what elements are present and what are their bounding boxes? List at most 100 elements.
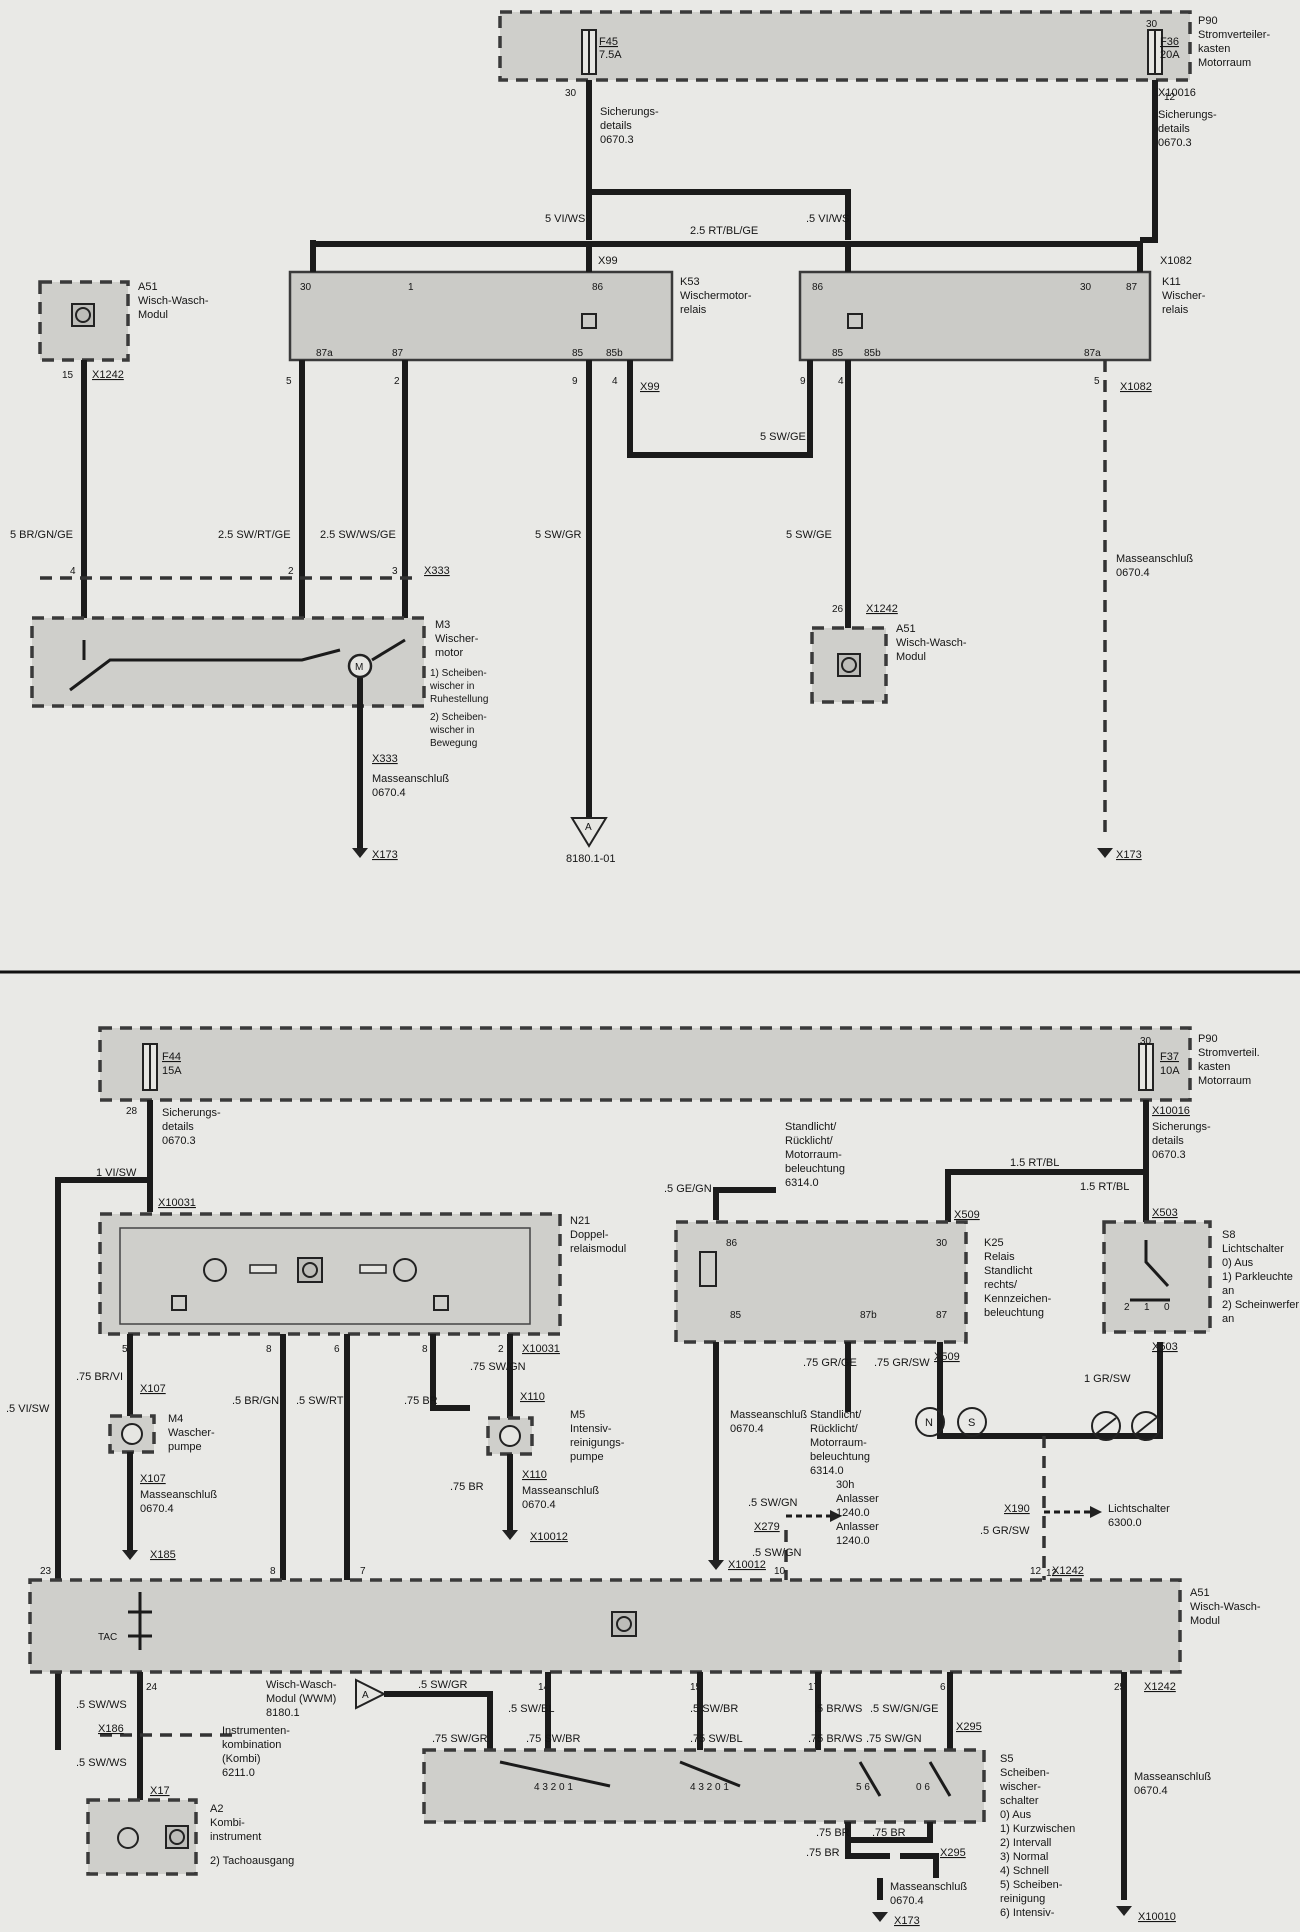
wwm-desc-0: Wisch-Wasch-: [266, 1679, 337, 1691]
fuse-ref-right-0: Sicherungs-: [1158, 109, 1217, 121]
b-wire-w13-label: 1 GR/SW: [1084, 1373, 1131, 1385]
ground-k25-desc-0: Masseanschluß: [730, 1409, 807, 1421]
svg-text:5: 5: [1094, 376, 1100, 387]
svg-text:8: 8: [266, 1344, 272, 1355]
b-wire-w10-label: 1.5 RT/BL: [1080, 1181, 1129, 1193]
n21-id: N21: [570, 1215, 590, 1227]
svg-text:X10031: X10031: [522, 1343, 560, 1355]
svg-text:9: 9: [572, 376, 578, 387]
svg-text:85b: 85b: [864, 348, 881, 359]
b-wire-w1-label: 1 VI/SW: [96, 1167, 137, 1179]
standlicht-top-3: beleuchtung: [785, 1163, 845, 1175]
p90-top-id: P90: [1198, 15, 1218, 27]
a51-pin-12: 12: [1046, 1568, 1058, 1579]
m3-desc-0: Wischer-: [435, 633, 479, 645]
b-wire-w17-label: .5 SW/WS: [76, 1699, 127, 1711]
a51-mid-desc-1: Modul: [896, 651, 926, 663]
fuse-f37-id: F37: [1160, 1051, 1179, 1063]
s5-conn-top: X295: [956, 1721, 982, 1733]
p90-top-desc-0: Stromverteiler-: [1198, 29, 1270, 41]
standlicht-top-4: 6314.0: [785, 1177, 819, 1189]
standlicht-bot-3: beleuchtung: [810, 1451, 870, 1463]
n21-conn-top: X10031: [158, 1197, 196, 1209]
ground-m5-desc-0: Masseanschluß: [522, 1485, 599, 1497]
wire-wwm-s5: [384, 1691, 493, 1750]
b-wire-w20-label: .5 SW/BL: [508, 1703, 554, 1715]
relay-k11-id: K11: [1162, 276, 1181, 288]
svg-text:2: 2: [288, 566, 294, 577]
fuse-f44-id: F44: [162, 1051, 181, 1063]
wire-w2-label: 2.5 RT/BL/GE: [690, 225, 758, 237]
relay-k53-desc-0: Wischermotor-: [680, 290, 752, 302]
bottom-diagram: F44 15A 28 F37 10A 30 P90 Stromverteil. …: [6, 1026, 1299, 1927]
b-wire-w29-label: .75 BR: [450, 1481, 484, 1493]
s8-desc-4: 2) Scheinwerfer: [1222, 1299, 1299, 1311]
wire-f36-down: [1140, 80, 1158, 243]
n21-desc-1: relaismodul: [570, 1243, 626, 1255]
svg-text:1: 1: [408, 282, 414, 293]
s8-desc-3: an: [1222, 1285, 1234, 1297]
symbol-s: S: [968, 1417, 975, 1429]
wire-w5-label: 5 BR/GN/GE: [10, 529, 73, 541]
b-wire-w7-label: .75 SW/GN: [470, 1361, 526, 1373]
b-wire-w3-label: .75 BR/VI: [76, 1371, 123, 1383]
m3-note-5: Bewegung: [430, 738, 477, 749]
s5-desc-2: schalter: [1000, 1795, 1039, 1807]
svg-text:4: 4: [70, 566, 76, 577]
relay-k53-conn: X99: [598, 255, 618, 267]
k25-desc-4: beleuchtung: [984, 1307, 1044, 1319]
svg-text:6: 6: [334, 1344, 340, 1355]
m3-desc-1: motor: [435, 647, 463, 659]
b-wire-w31-label: .75 BR: [872, 1827, 906, 1839]
fuse-f37-pin: 30: [1140, 1036, 1152, 1047]
s5-desc-8: 5) Scheiben-: [1000, 1879, 1063, 1891]
k25-id: K25: [984, 1237, 1004, 1249]
fuse-f44-rating: 15A: [162, 1065, 182, 1077]
wire-k53-85b-k11: [627, 360, 813, 458]
fuse-f36-pin: 30: [1146, 19, 1158, 30]
lichtschalter-ref-desc-1: 6300.0: [1108, 1517, 1142, 1529]
anlasser-desc-1: Anlasser: [836, 1493, 879, 1505]
a51-left-pin: 15: [62, 370, 74, 381]
wire-k25-86: [713, 1187, 776, 1220]
svg-text:0: 0: [1164, 1302, 1170, 1313]
fuse-ref-left-2: 0670.3: [600, 134, 634, 146]
standlicht-top-2: Motorraum-: [785, 1149, 842, 1161]
a51-mid-pin: 26: [832, 604, 844, 615]
ground-m4-desc-1: 0670.4: [140, 1503, 174, 1515]
svg-text:4: 4: [838, 376, 844, 387]
svg-text:87: 87: [1126, 282, 1138, 293]
ground-right-b-x: X10010: [1138, 1911, 1176, 1923]
m3-note-1: wischer in: [429, 681, 474, 692]
svg-text:85b: 85b: [606, 348, 623, 359]
b-fuse-ref-right-1: details: [1152, 1135, 1184, 1147]
s5-id: S5: [1000, 1753, 1013, 1765]
ground-left-desc-1: 0670.4: [372, 787, 406, 799]
a51-pin-7: 7: [360, 1566, 366, 1577]
x186-desc-2: (Kombi): [222, 1753, 261, 1765]
ref-arrow-letter: A: [585, 822, 592, 833]
svg-text:3: 3: [392, 566, 398, 577]
a51-mid-desc-0: Wisch-Wasch-: [896, 637, 967, 649]
ground-right-symbol: [1097, 848, 1113, 858]
a51-pin-17: 17: [808, 1682, 820, 1693]
svg-text:86: 86: [812, 282, 824, 293]
s5-conn-bottom: X295: [940, 1847, 966, 1859]
fuse-f36: F36 20A 30: [1146, 19, 1180, 75]
s8-id: S8: [1222, 1229, 1235, 1241]
a51-mid-id: A51: [896, 623, 916, 635]
p90-bottom-desc-1: kasten: [1198, 1061, 1230, 1073]
b-wire-w2-label: .5 VI/SW: [6, 1403, 50, 1415]
ground-m5-desc-1: 0670.4: [522, 1499, 556, 1511]
b-wire-w8-label: .5 GE/GN: [664, 1183, 712, 1195]
standlicht-top-1: Rücklicht/: [785, 1135, 834, 1147]
a51-pin-6: 6: [940, 1682, 946, 1693]
fuse-f36-rating: 20A: [1160, 49, 1180, 61]
ground-left-x: X173: [372, 849, 398, 861]
p90-bottom-id: P90: [1198, 1033, 1218, 1045]
p90-fuse-box-top: [498, 10, 1192, 82]
wire-k25-87: [937, 1342, 1163, 1439]
s8-conn-top: X503: [1152, 1207, 1178, 1219]
wire-w9-label: 5 SW/GE: [786, 529, 832, 541]
